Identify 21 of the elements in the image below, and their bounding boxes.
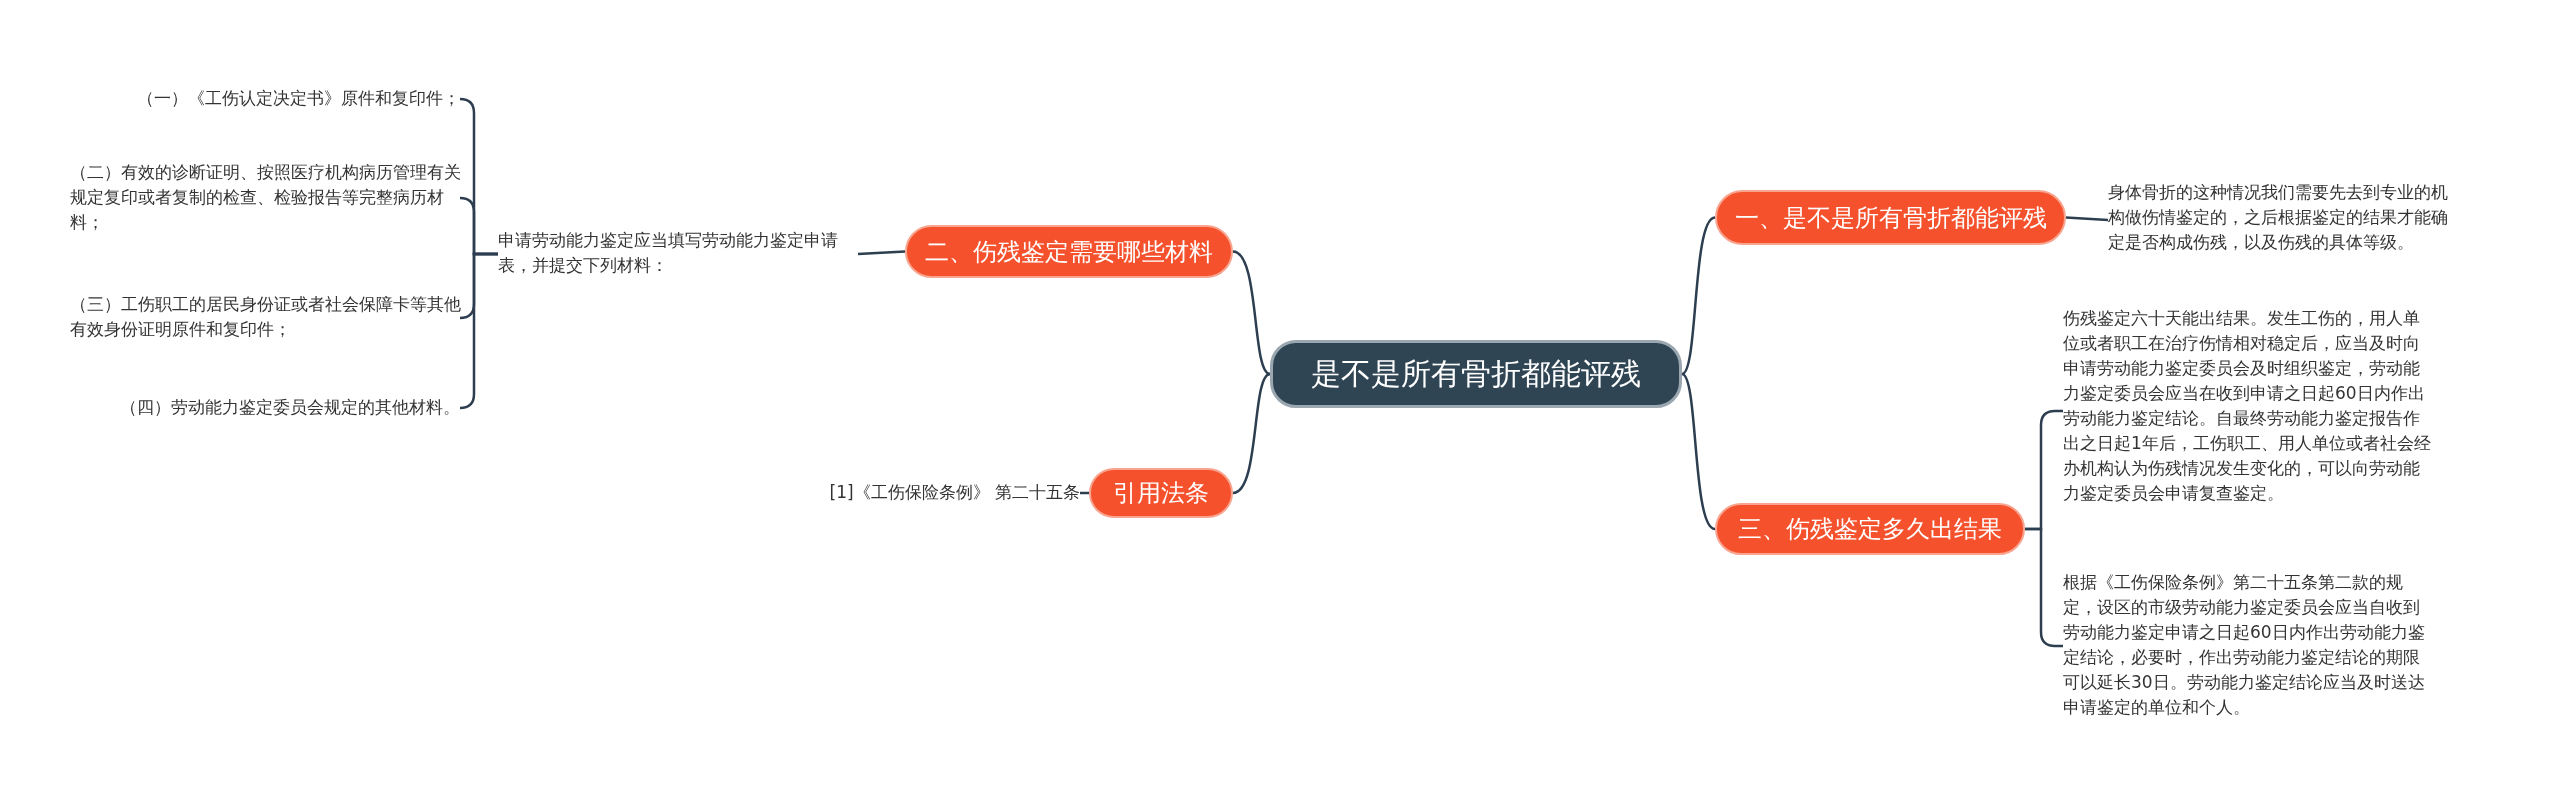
branch-topic: 一、是不是所有骨折都能评残 xyxy=(1715,190,2066,245)
branch-topic: 二、伤残鉴定需要哪些材料 xyxy=(905,225,1233,278)
note-text: 根据《工伤保险条例》第二十五条第二款的规定，设区的市级劳动能力鉴定委员会应当自收到劳动能力鉴定申请之日起60日内作出劳动能力鉴定结论，必要时，作出劳动能力鉴定结论的期限可以延长30日。劳动能力鉴定结论应当及时送达申请鉴定的单位和个人。 xyxy=(2063,570,2435,722)
connector-line xyxy=(1681,373,1716,531)
note-text: [1]《工伤保险条例》 第二十五条 xyxy=(760,480,1080,506)
connector-line xyxy=(2065,216,2109,222)
note-text: 申请劳动能力鉴定应当填写劳动能力鉴定申请表，并提交下列材料： xyxy=(498,228,858,280)
connector-line xyxy=(1681,216,1716,375)
branch-topic: 三、伤残鉴定多久出结果 xyxy=(1715,503,2025,555)
connector-line xyxy=(1232,250,1271,376)
note-text: 伤残鉴定六十天能出结果。发生工伤的，用人单位或者职工在治疗伤情相对稳定后，应当及时向申请劳动能力鉴定委员会及时组织鉴定，劳动能力鉴定委员会应当在收到申请之日起60日内作出劳动能力鉴定结论。自最终劳动能力鉴定报告作出之日起1年后，工伤职工、用人单位或者社会经办机构认为伤残情况发生变化的，可以向劳动能力鉴定委员会申请复查鉴定。 xyxy=(2063,306,2435,516)
note-text: （二）有效的诊断证明、按照医疗机构病历管理有关规定复印或者复制的检查、检验报告等完整病历材料； xyxy=(70,160,462,236)
branch-topic: 引用法条 xyxy=(1089,468,1233,518)
central-topic: 是不是所有骨折都能评残 xyxy=(1270,340,1682,408)
connector-line xyxy=(458,252,498,410)
note-text: 身体骨折的这种情况我们需要先去到专业的机构做伤情鉴定的，之后根据鉴定的结果才能确定是否构成伤残，以及伤残的具体等级。 xyxy=(2108,180,2453,260)
note-text: （三）工伤职工的居民身份证或者社会保障卡等其他有效身份证明原件和复印件； xyxy=(70,292,462,344)
note-text: （一）《工伤认定决定书》原件和复印件； xyxy=(80,86,460,112)
connector-line xyxy=(1232,372,1271,495)
connector-line xyxy=(857,250,906,256)
note-text: （四）劳动能力鉴定委员会规定的其他材料。 xyxy=(80,395,460,421)
